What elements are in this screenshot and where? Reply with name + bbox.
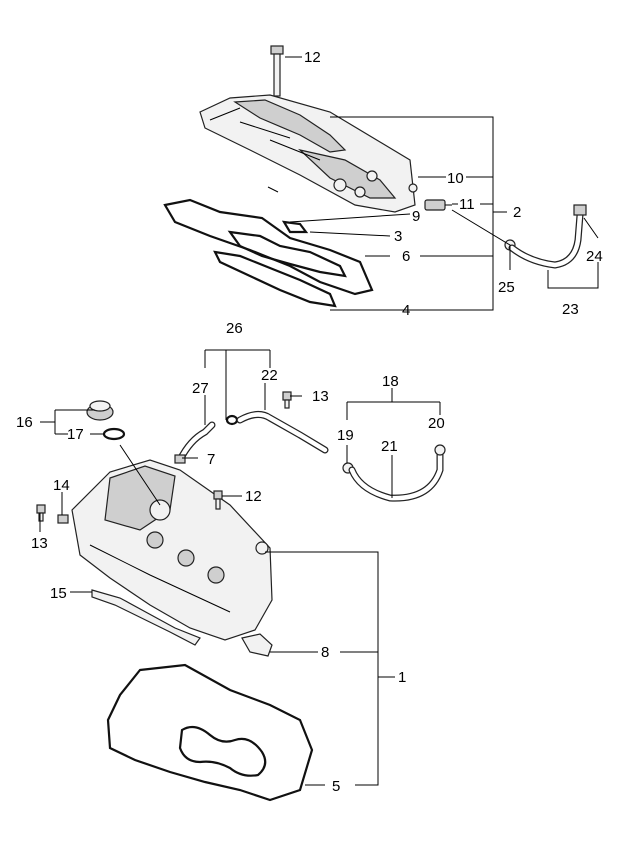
small-gasket [281,220,309,234]
callout-14: 14 [53,477,70,494]
callout-24: 24 [586,248,603,265]
clamp-26 [225,414,239,426]
callout-8: 8 [321,644,329,661]
callout-9: 9 [412,208,420,225]
oil-filler-cap [86,400,114,421]
upper-head-cover [199,94,416,213]
filler-cap-seal [102,427,126,441]
callout-13-left: 13 [31,535,48,552]
callout-18: 18 [382,373,399,390]
bolt-13-left [36,504,46,522]
callout-5: 5 [332,778,340,795]
callout-25: 25 [498,279,515,296]
callout-20: 20 [428,415,445,432]
seal-ring [408,183,418,193]
top-gasket-outer [163,198,374,296]
callout-3: 3 [394,228,402,245]
callout-7: 7 [207,451,215,468]
bolt-12-middle [213,490,223,510]
callout-4: 4 [402,302,410,319]
callout-21: 21 [381,438,398,455]
callout-19: 19 [337,427,354,444]
clamp-20 [434,444,446,456]
callout-1: 1 [398,669,406,686]
stud-14 [57,514,69,524]
bolt-top [270,45,284,97]
callout-12-middle: 12 [245,488,262,505]
callout-11: 11 [459,196,475,213]
callout-2: 2 [513,204,521,221]
callout-27: 27 [192,380,209,397]
callout-16: 16 [16,414,33,431]
part-8 [241,633,273,657]
hose-fitting [573,204,587,216]
callout-15: 15 [50,585,67,602]
main-gasket-outer [106,663,314,802]
bolt-13-right [282,391,292,409]
pcv-valve [424,199,452,211]
callout-22: 22 [261,367,278,384]
lower-gasket-strip [213,250,337,308]
bracket-15 [91,589,201,646]
callout-26: 26 [226,320,243,337]
callout-6: 6 [402,248,410,265]
callout-13-right: 13 [312,388,329,405]
main-head-cover [71,459,273,641]
top-gasket-inner [227,230,347,278]
main-gasket-inner [178,725,267,777]
callout-23: 23 [562,301,579,318]
callout-17: 17 [67,426,84,443]
callout-10: 10 [447,170,464,187]
callout-12-top: 12 [304,49,321,66]
